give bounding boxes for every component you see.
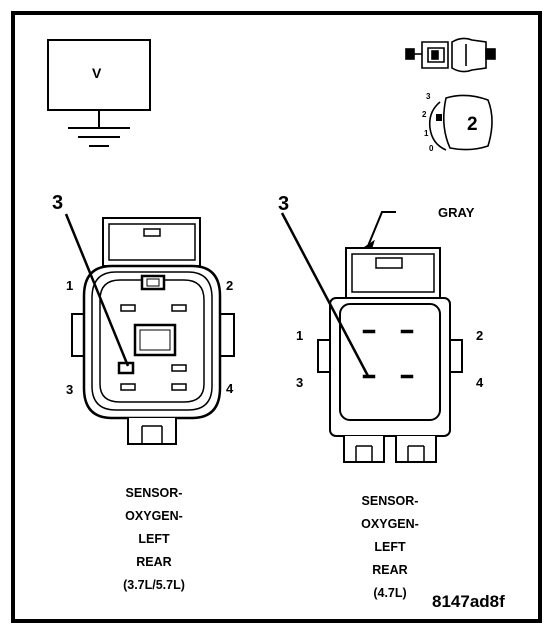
right-caption-line-1: SENSOR- <box>361 494 419 508</box>
figure-id: 8147ad8f <box>432 592 505 611</box>
pin-badge: 2 <box>467 114 478 135</box>
right-connector-caption: SENSOR- OXYGEN- LEFT REAR (4.7L) <box>320 490 460 605</box>
voltmeter-ground-symbol <box>47 39 151 147</box>
diagram-frame <box>11 11 542 623</box>
left-pin-4: 4 <box>226 381 234 396</box>
left-connector-caption: SENSOR- OXYGEN- LEFT REAR (3.7L/5.7L) <box>84 482 224 597</box>
voltmeter-label: V <box>92 65 102 81</box>
right-caption-line-3: LEFT <box>374 540 406 554</box>
right-caption-line-2: OXYGEN- <box>361 517 419 531</box>
left-caption-line-4: REAR <box>136 555 172 569</box>
left-caption-line-2: OXYGEN- <box>125 509 183 523</box>
left-caption-line-5: (3.7L/5.7L) <box>123 578 185 592</box>
right-color-label: GRAY <box>438 205 475 220</box>
pin-scale-1: 1 <box>424 129 429 138</box>
left-callout: 3 <box>52 192 64 214</box>
right-caption-line-4: REAR <box>372 563 408 577</box>
right-callout: 3 <box>278 193 290 215</box>
left-caption-line-1: SENSOR- <box>125 486 183 500</box>
left-connector <box>64 213 235 445</box>
pin-scale-0: 0 <box>429 144 434 153</box>
left-pin-1: 1 <box>66 278 74 293</box>
left-caption-line-3: LEFT <box>138 532 170 546</box>
pin-number-cavity-icon <box>428 94 493 151</box>
pin-scale-3: 3 <box>426 92 431 101</box>
left-pin-3: 3 <box>66 382 74 397</box>
right-pin-2: 2 <box>476 328 484 343</box>
right-caption-line-5: (4.7L) <box>373 586 407 600</box>
right-pin-3: 3 <box>296 375 304 390</box>
left-pin-2: 2 <box>226 278 234 293</box>
connector-front-view-icon <box>405 37 496 73</box>
right-pin-4: 4 <box>476 375 484 390</box>
right-pin-1: 1 <box>296 328 304 343</box>
pin-scale-2: 2 <box>422 110 427 119</box>
right-connector <box>280 211 463 463</box>
